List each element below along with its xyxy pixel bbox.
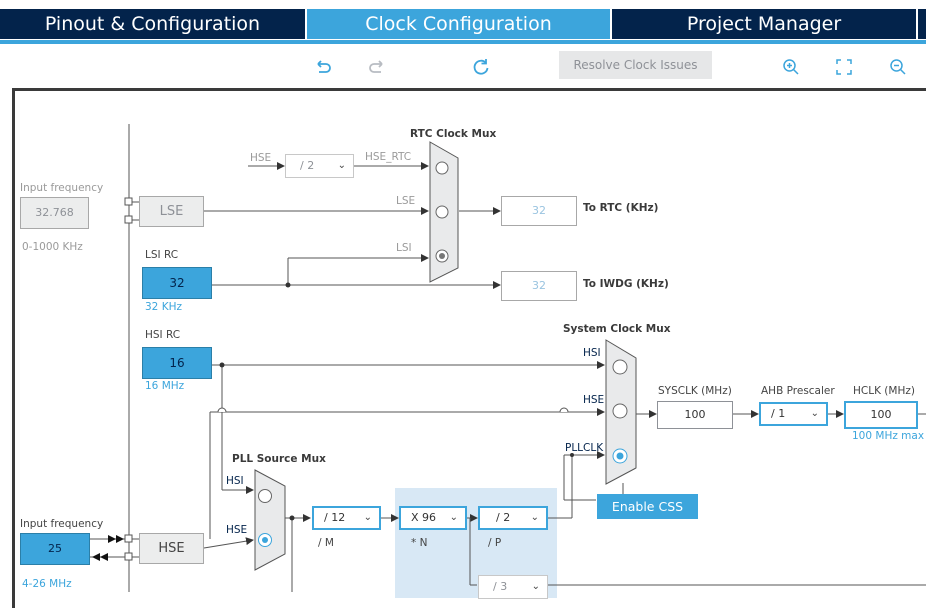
pll-n-select[interactable]: X 96 ⌄ (399, 506, 467, 530)
zoom-in-icon[interactable] (780, 56, 802, 78)
hclk-max-label: 100 MHz max (852, 430, 925, 442)
lse-input-frequency-field[interactable]: 32.768 (20, 197, 89, 229)
lsi-rc-unit: 32 KHz (145, 301, 182, 313)
to-rtc-value: 32 (501, 196, 577, 226)
hclk-label: HCLK (MHz) (853, 385, 915, 397)
toolbar (0, 44, 926, 88)
clock-wires (90, 124, 926, 592)
pll-p-label: / P (488, 537, 502, 549)
lsi-rc-label: LSI RC (145, 249, 179, 261)
system-clock-mux-title: System Clock Mux (563, 323, 671, 335)
rtc-hse-label: HSE (250, 152, 272, 164)
ahb-prescaler-select[interactable]: / 1 ⌄ (759, 402, 828, 426)
hsi-rc-label: HSI RC (145, 329, 181, 341)
pll-q-select[interactable]: / 3 ⌄ (478, 575, 548, 599)
hse-input-frequency-field[interactable]: 25 (20, 533, 90, 565)
pll-mux-hse-label: HSE (226, 524, 248, 536)
sys-mux-hsi-label: HSI (583, 347, 601, 359)
pll-q-value: / 3 (493, 580, 508, 593)
redo-icon[interactable] (366, 56, 388, 78)
rtc-hse-divider-select[interactable]: / 2 ⌄ (285, 154, 354, 178)
resolve-clock-issues-button[interactable]: Resolve Clock Issues (559, 51, 712, 79)
to-iwdg-value: 32 (501, 271, 577, 301)
pll-m-select[interactable]: / 12 ⌄ (312, 506, 381, 530)
pll-m-label: / M (318, 537, 334, 549)
refresh-icon[interactable] (470, 56, 492, 78)
pll-n-value: X 96 (411, 511, 437, 524)
sys-mux-pllclk-label: PLLCLK (565, 442, 604, 454)
tab-pinout-configuration[interactable]: Pinout & Configuration (0, 9, 305, 39)
hse-block: HSE (139, 533, 204, 564)
hse-input-frequency-label: Input frequency (20, 518, 104, 530)
tab-bar: Pinout & Configuration Clock Configurati… (0, 0, 926, 44)
lse-block: LSE (139, 196, 204, 227)
lse-input-frequency-label: Input frequency (20, 182, 104, 194)
rtc-lsi-label: LSI (396, 242, 412, 254)
lsi-rc-value: 32 (142, 267, 212, 299)
pll-p-select[interactable]: / 2 ⌄ (478, 506, 548, 530)
sys-mux-hse-label: HSE (583, 394, 605, 406)
fit-screen-icon[interactable] (833, 56, 855, 78)
chevron-down-icon: ⌄ (810, 408, 819, 419)
enable-css-button[interactable]: Enable CSS (597, 494, 698, 519)
pll-n-label: * N (411, 537, 428, 549)
rtc-lse-label: LSE (396, 195, 416, 207)
tab-project-manager[interactable]: Project Manager (612, 9, 916, 39)
hse-input-range: 4-26 MHz (22, 578, 72, 590)
chevron-down-icon: ⌄ (337, 160, 346, 171)
hsi-rc-unit: 16 MHz (145, 380, 185, 392)
tab-overflow (918, 9, 926, 39)
sysclk-label: SYSCLK (MHz) (658, 385, 732, 397)
zoom-out-icon[interactable] (887, 56, 909, 78)
ahb-prescaler-label: AHB Prescaler (761, 385, 835, 397)
undo-icon[interactable] (312, 56, 334, 78)
sysclk-value: 100 (657, 401, 733, 429)
rtc-clock-mux-title: RTC Clock Mux (410, 128, 497, 140)
rtc-hse-rtc-label: HSE_RTC (365, 151, 412, 163)
pll-source-mux-title: PLL Source Mux (232, 453, 326, 465)
pll-m-value: / 12 (324, 511, 346, 524)
to-rtc-label: To RTC (KHz) (583, 202, 659, 214)
tab-clock-configuration[interactable]: Clock Configuration (307, 9, 610, 39)
chevron-down-icon: ⌄ (530, 512, 539, 523)
ahb-prescaler-value: / 1 (771, 407, 786, 420)
hsi-rc-value: 16 (142, 347, 212, 379)
hclk-field[interactable]: 100 (844, 401, 918, 429)
tab-underline (0, 40, 926, 44)
rtc-hse-divider-value: / 2 (300, 159, 315, 172)
chevron-down-icon: ⌄ (531, 581, 540, 592)
chevron-down-icon: ⌄ (363, 512, 372, 523)
chevron-down-icon: ⌄ (449, 512, 458, 523)
lse-input-range: 0-1000 KHz (22, 241, 83, 253)
pll-p-value: / 2 (496, 511, 511, 524)
pll-mux-hsi-label: HSI (226, 475, 244, 487)
to-iwdg-label: To IWDG (KHz) (583, 278, 669, 290)
